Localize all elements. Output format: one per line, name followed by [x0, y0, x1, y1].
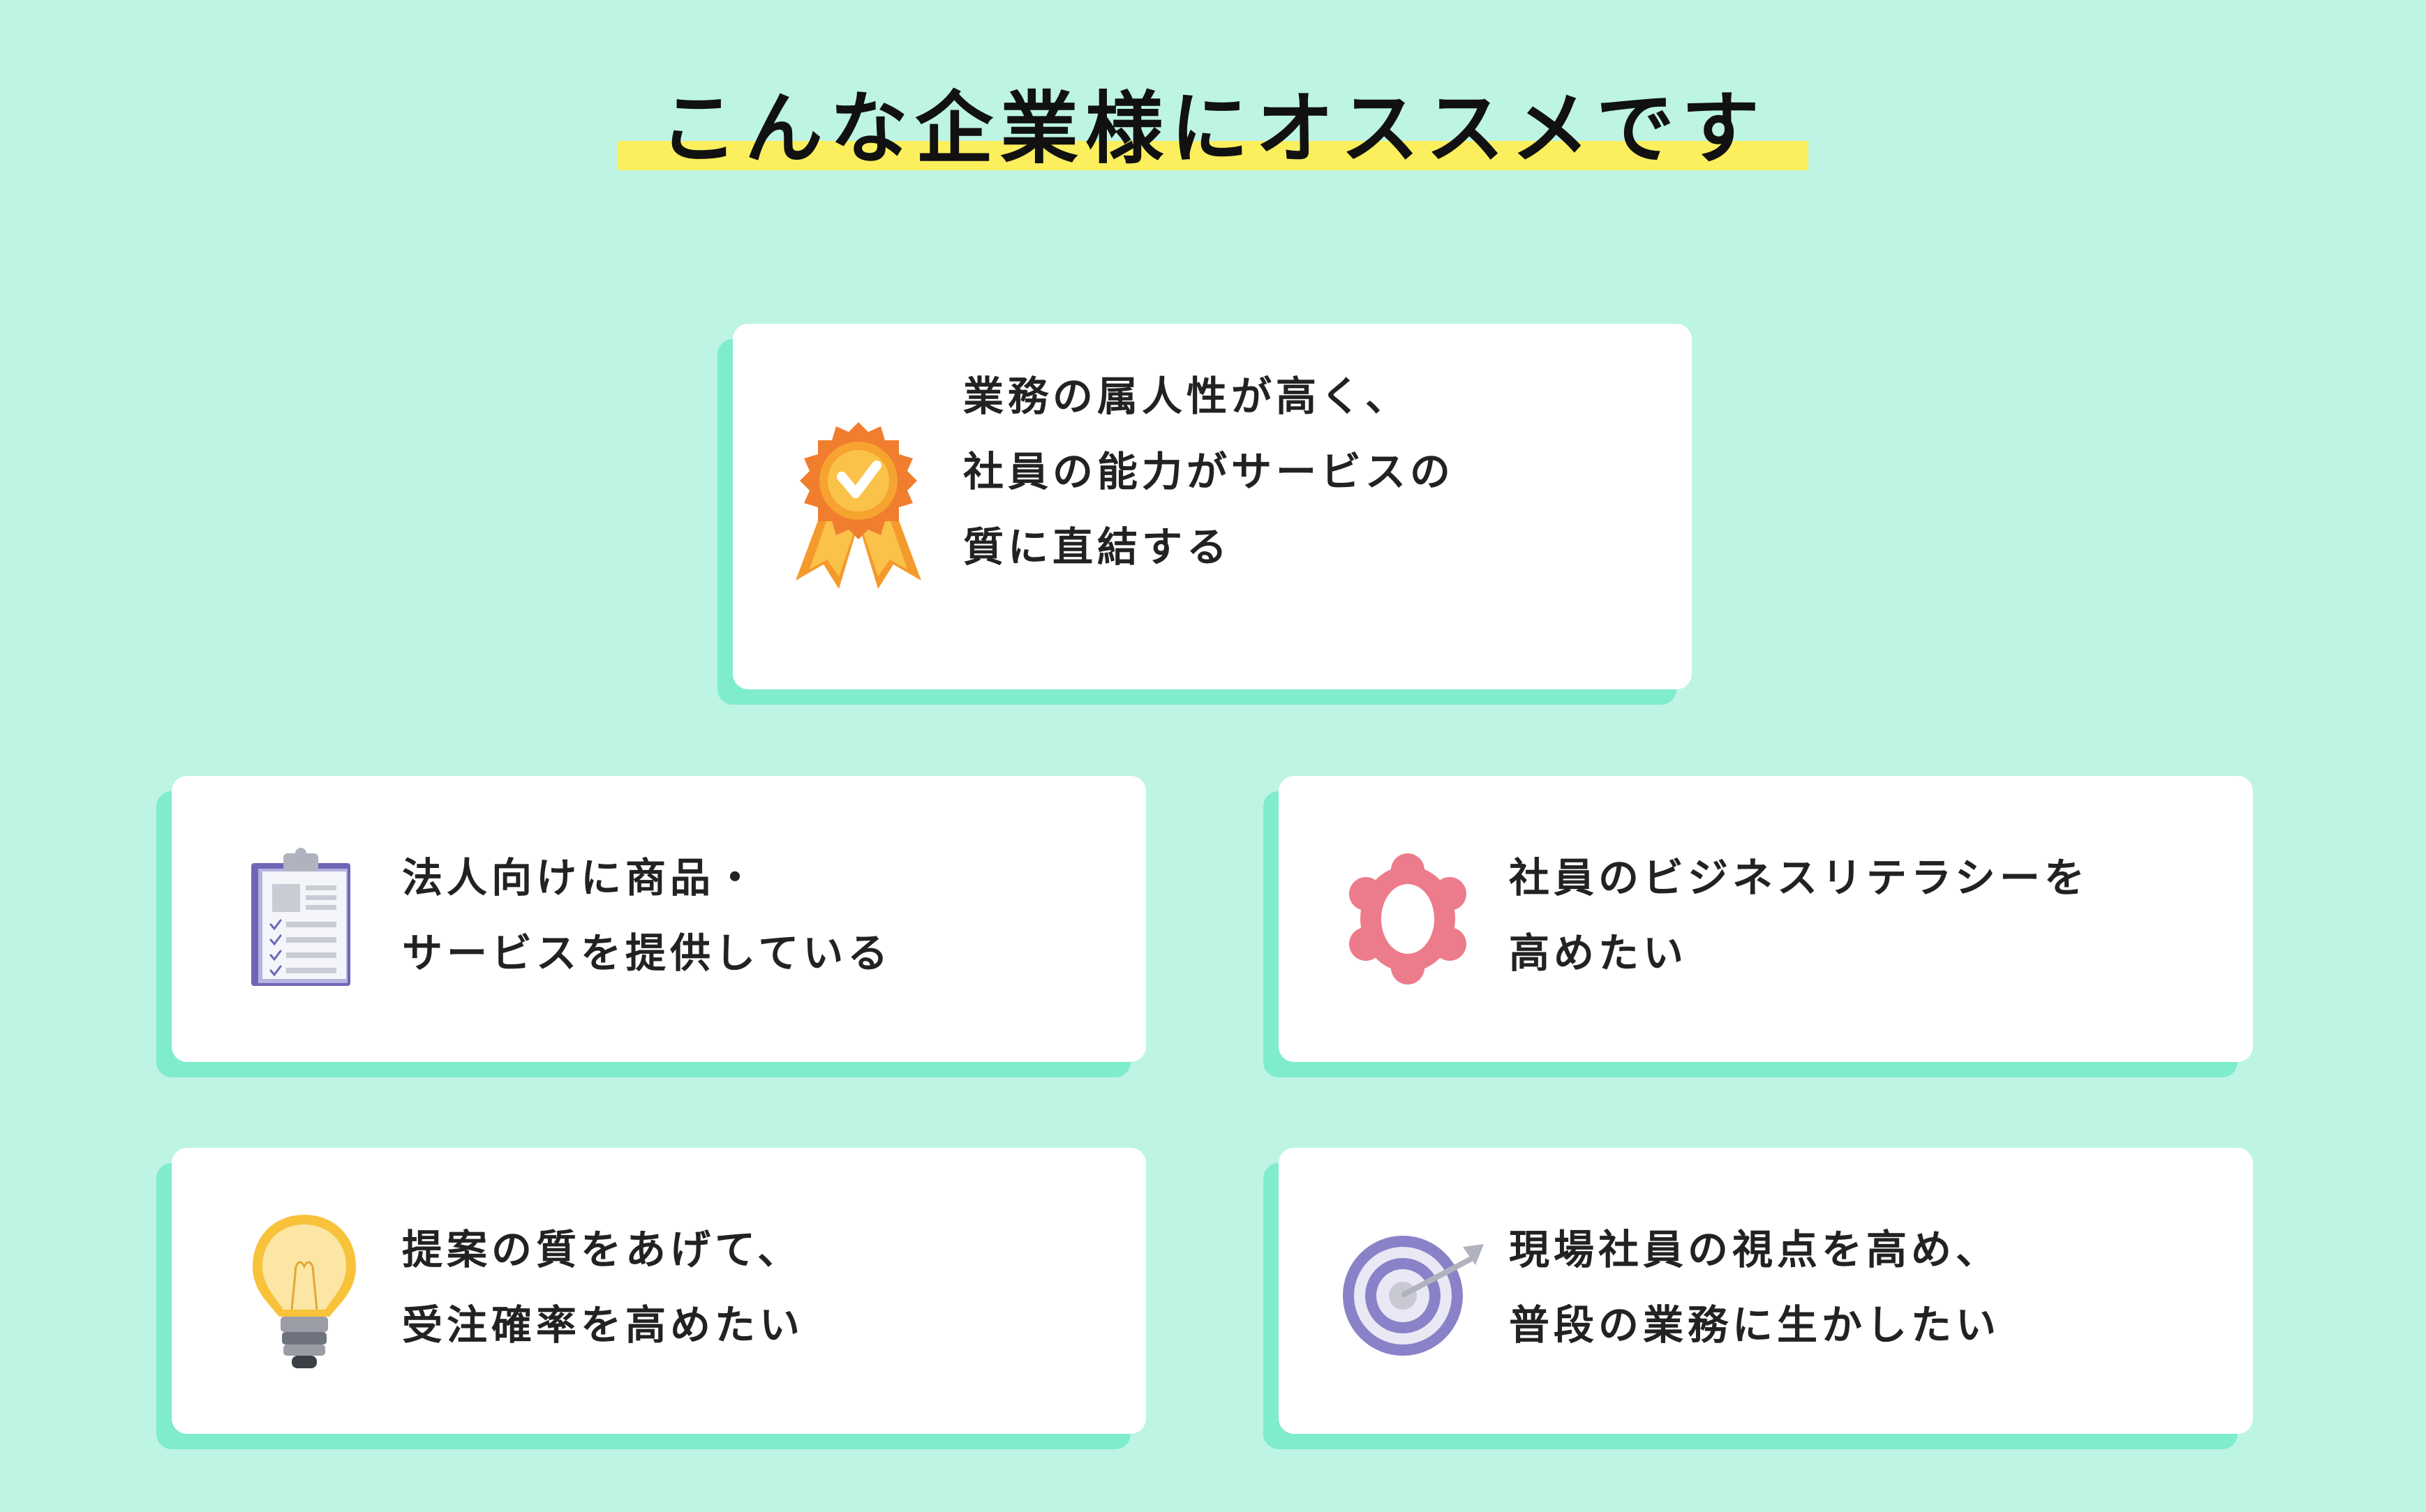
card-text-line: 高めたい: [1509, 929, 1688, 977]
page-title: こんな企業様にオススメです: [660, 84, 1766, 174]
light-bulb-icon: [248, 1212, 360, 1372]
card-text-line: 受注確率を高めたい: [402, 1301, 805, 1349]
recommendation-card-2: 法人向けに商品・ サービスを提供している: [172, 776, 1146, 1062]
recommendation-card-1: 業務の属人性が高く、 社員の能力がサービスの 質に直結する: [733, 324, 1692, 689]
recommendation-card-4: 提案の質をあげて、 受注確率を高めたい: [172, 1148, 1146, 1434]
recommendation-card-3: 社員のビジネスリテラシーを 高めたい: [1279, 776, 2253, 1062]
card-text: 現場社員の視点を高め、 普段の業務に生かしたい: [1509, 1212, 2000, 1363]
flower-frame-icon: [1348, 853, 1467, 985]
target-dart-icon: [1340, 1226, 1487, 1358]
card-text-line: 提案の質をあげて、: [402, 1226, 803, 1273]
card-text-line: 現場社員の視点を高め、: [1509, 1226, 2001, 1273]
card-text: 業務の属人性が高く、 社員の能力がサービスの 質に直結する: [963, 359, 1454, 585]
card-text-line: 業務の属人性が高く、: [963, 373, 1411, 420]
card-text: 法人向けに商品・ サービスを提供している: [402, 840, 892, 991]
card-text-line: 法人向けに商品・: [402, 854, 760, 901]
card-text-line: サービスを提供している: [402, 929, 893, 977]
card-text-line: 普段の業務に生かしたい: [1509, 1301, 2001, 1349]
card-text: 社員のビジネスリテラシーを 高めたい: [1509, 840, 2089, 991]
card-text-line: 社員の能力がサービスの: [963, 448, 1455, 495]
page-header: こんな企業様にオススメです: [0, 77, 2426, 181]
award-ribbon-icon: [796, 421, 921, 589]
title-box: こんな企業様にオススメです: [618, 77, 1808, 181]
card-text: 提案の質をあげて、 受注確率を高めたい: [402, 1212, 804, 1363]
card-text-line: 質に直結する: [963, 523, 1232, 571]
title-highlight: [618, 141, 1808, 170]
card-text-line: 社員のビジネスリテラシーを: [1509, 854, 2089, 901]
recommendation-card-5: 現場社員の視点を高め、 普段の業務に生かしたい: [1279, 1148, 2253, 1434]
clipboard-icon: [248, 848, 353, 987]
